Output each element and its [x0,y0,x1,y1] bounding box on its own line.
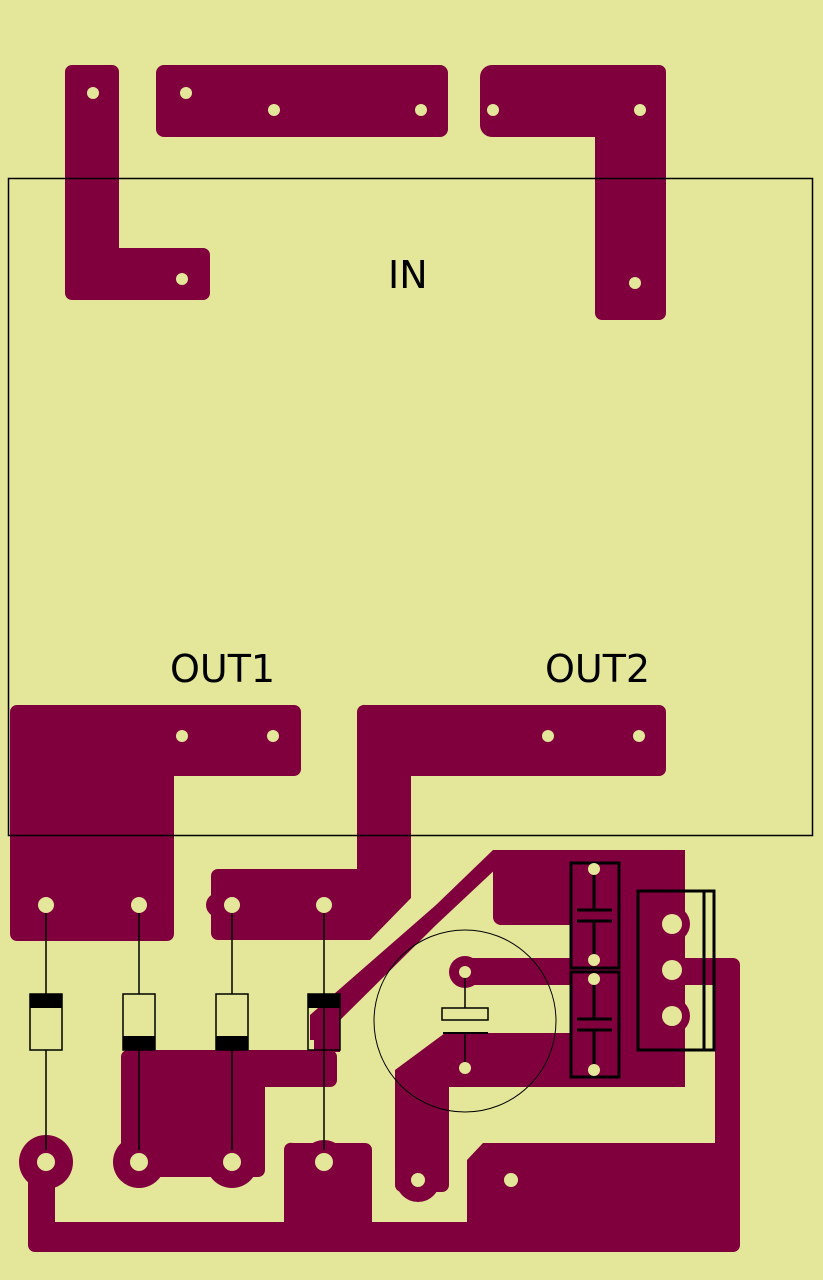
hole [37,1153,55,1171]
pad-ground-right[interactable] [467,958,740,1252]
regulator-u1[interactable] [636,889,716,1052]
pad-out1[interactable] [10,705,301,941]
hole [588,973,600,985]
hole [180,87,192,99]
hole [87,87,99,99]
silkscreen-layer [7,177,814,1150]
diode-d1[interactable] [29,993,63,1051]
hole [662,960,682,980]
hole [268,104,280,116]
hole [315,1153,333,1171]
transformer-outline [7,177,814,837]
hole [662,1006,682,1026]
diode-d4[interactable] [307,993,341,1051]
hole [634,104,646,116]
pad-in-middle-bar[interactable] [156,65,448,137]
hole [176,273,188,285]
pad-rectifier-neg[interactable] [121,1050,337,1177]
trace-bottom-loop[interactable] [28,1180,470,1252]
hole [224,897,240,913]
hole [588,863,600,875]
hole [629,277,641,289]
hole [487,104,499,116]
hole [267,730,279,742]
hole [662,914,682,934]
hole [504,1173,518,1187]
diode-d3[interactable] [215,993,249,1051]
hole [459,966,471,978]
label-in: IN [388,253,428,297]
hole [130,1153,148,1171]
pad-out2-bump [206,893,230,917]
hole [223,1153,241,1171]
hole [542,730,554,742]
hole [459,1062,471,1074]
hole [316,897,332,913]
hole [588,954,600,966]
drill-holes [37,87,682,1187]
hole [176,730,188,742]
hole [633,730,645,742]
pad-out2[interactable] [211,704,666,940]
pad-in-left-L[interactable] [65,65,210,300]
diode-d2[interactable] [122,993,156,1051]
hole [411,1173,425,1187]
hole [588,1064,600,1076]
trace-d4-lead[interactable] [314,1005,340,1052]
label-out1: OUT1 [170,647,275,691]
label-out2: OUT2 [545,647,650,691]
hole [38,897,54,913]
pad-in-right-L[interactable] [480,65,666,320]
hole [415,104,427,116]
hole [131,897,147,913]
